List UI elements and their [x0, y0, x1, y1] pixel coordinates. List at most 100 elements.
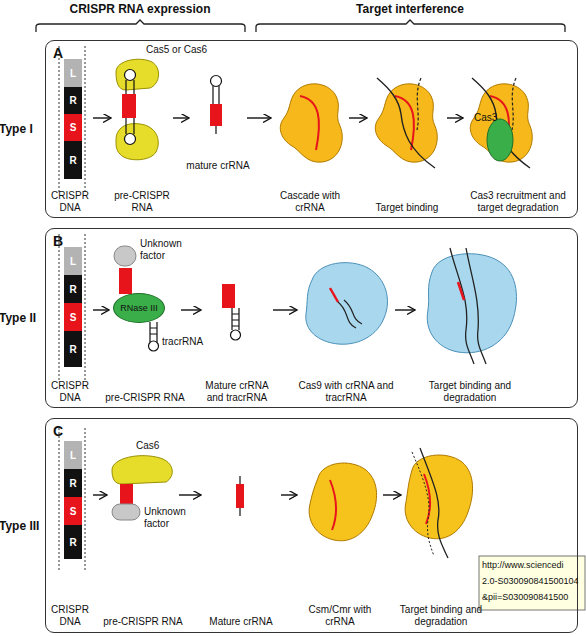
crispr-segment: S [64, 497, 82, 525]
stage-caption: Target binding and degradation [397, 604, 485, 627]
enzyme-ellipse: RNase III [113, 293, 165, 323]
stage-caption: CRISPR DNA [43, 380, 97, 403]
stage-caption: Cascade with crRNA [267, 190, 353, 213]
process-arrow [395, 309, 415, 310]
crispr-segment: L [64, 247, 82, 275]
crispr-segment: L [64, 441, 82, 469]
crispr-segment: R [64, 331, 82, 367]
process-stage: CRISPR DNALRSR [47, 437, 93, 629]
process-arrow [93, 309, 109, 310]
process-stage: pre-CRISPR RNARNase III [109, 243, 181, 405]
crispr-segment: R [64, 469, 82, 497]
process-stage: mature crRNA [189, 61, 247, 173]
process-stage: Mature crRNA and tracrRNA [201, 271, 273, 405]
section-bracket [256, 20, 565, 32]
process-stage: Mature crRNA [201, 471, 281, 629]
segment-letter: L [70, 68, 76, 79]
process-stage: Target binding and degradation [415, 247, 525, 405]
stage-caption: pre-CRISPR RNA [105, 392, 185, 404]
url-tooltip [479, 556, 585, 610]
segment-letter: R [69, 284, 76, 295]
type-iii-illustration [112, 448, 473, 558]
segment-letter: R [69, 537, 76, 548]
dna-strand-lines [59, 46, 85, 572]
process-arrow [93, 117, 111, 118]
process-arrow [273, 309, 297, 310]
crispr-segment: R [64, 525, 82, 559]
process-stage: CRISPR DNALRSR [47, 57, 93, 215]
process-arrow [447, 117, 463, 118]
process-arrow [179, 494, 201, 495]
crispr-segment: R [64, 87, 82, 114]
url-tooltip-text: http://www.sciencedi [482, 560, 584, 570]
stage-caption: CRISPR DNA [43, 190, 97, 213]
protein-label: Cas5 or Cas6 [146, 44, 218, 56]
process-stage: Cascade with crRNA [271, 71, 349, 215]
stage-caption: Mature crRNA and tracrRNA [197, 380, 277, 403]
protein-label: Cas6 [136, 440, 176, 452]
stage-caption: Cas3 recruitment and target degradation [459, 190, 577, 213]
url-tooltip-text: 2.0-S030090841500104 [482, 576, 584, 586]
process-arrow [247, 117, 271, 118]
stage-caption: pre-CRISPR RNA [107, 190, 177, 213]
process-arrow [93, 494, 107, 495]
stage-caption: CRISPR DNA [43, 604, 97, 627]
segment-letter: R [69, 344, 76, 355]
segment-letter: L [70, 256, 76, 267]
process-arrow [181, 309, 201, 310]
stage-caption: Target binding and degradation [411, 380, 529, 403]
type-heading: Type III [0, 519, 43, 533]
cas-protein [116, 59, 159, 160]
enzyme-name: RNase III [120, 303, 158, 313]
process-arrow [349, 117, 367, 118]
segment-letter: L [70, 450, 76, 461]
stage-caption: Cas9 with crRNA and tracrRNA [293, 380, 399, 403]
process-stage: CRISPR DNALRSR [47, 245, 93, 405]
process-arrow [281, 494, 297, 495]
crispr-segment: R [64, 141, 82, 179]
process-arrow [383, 494, 401, 495]
section-header: CRISPR RNA expression [35, 3, 245, 17]
type-heading: Type I [0, 122, 43, 136]
protein-label: Unknown factor [144, 506, 196, 529]
segment-letter: S [70, 506, 77, 517]
segment-letter: S [70, 312, 77, 323]
protein-label: Cas3 [474, 112, 506, 124]
type-heading: Type II [0, 311, 43, 325]
url-tooltip-text: &pii=S030090841500 [482, 592, 584, 602]
type-ii-illustration [114, 246, 516, 364]
segment-letter: R [69, 155, 76, 166]
panel-letter: A [53, 45, 63, 61]
stage-caption: Csm/Cmr with crRNA [293, 604, 387, 627]
crrna [210, 76, 222, 135]
segment-letter: R [69, 95, 76, 106]
stage-caption: pre-CRISPR RNA [103, 616, 183, 628]
process-stage: Cas9 with crRNA and tracrRNA [297, 259, 395, 405]
process-stage: Target binding and degradation [401, 446, 481, 629]
stage-caption: Target binding [363, 202, 451, 214]
protein-label: Unknown factor [140, 238, 188, 261]
section-header: Target interference [255, 3, 565, 17]
process-stage: pre-CRISPR RNA [111, 57, 173, 215]
stage-caption: Mature crRNA [197, 616, 285, 628]
process-arrow [173, 117, 189, 118]
crispr-segment: R [64, 275, 82, 303]
panel-letter: C [53, 423, 63, 439]
crispr-segment: S [64, 114, 82, 141]
panel-letter: B [53, 233, 63, 249]
segment-letter: R [69, 478, 76, 489]
section-bracket [36, 20, 245, 32]
cascade-complex [280, 78, 532, 168]
rna-label: tracrRNA [162, 336, 212, 348]
stage-caption: mature crRNA [185, 160, 251, 172]
process-stage: Csm/Cmr with crRNA [297, 456, 383, 629]
process-stage: pre-CRISPR RNA [107, 441, 179, 629]
type-panel: AType ICRISPR DNALRSRpre-CRISPR RNAmatur… [45, 40, 578, 218]
type-panel: BType IICRISPR DNALRSRpre-CRISPR RNARNas… [45, 228, 578, 408]
crispr-segment: L [64, 59, 82, 87]
process-stage: Target binding [367, 71, 447, 215]
segment-letter: S [70, 122, 77, 133]
process-stage: Cas3 recruitment and target degradation [463, 71, 573, 215]
